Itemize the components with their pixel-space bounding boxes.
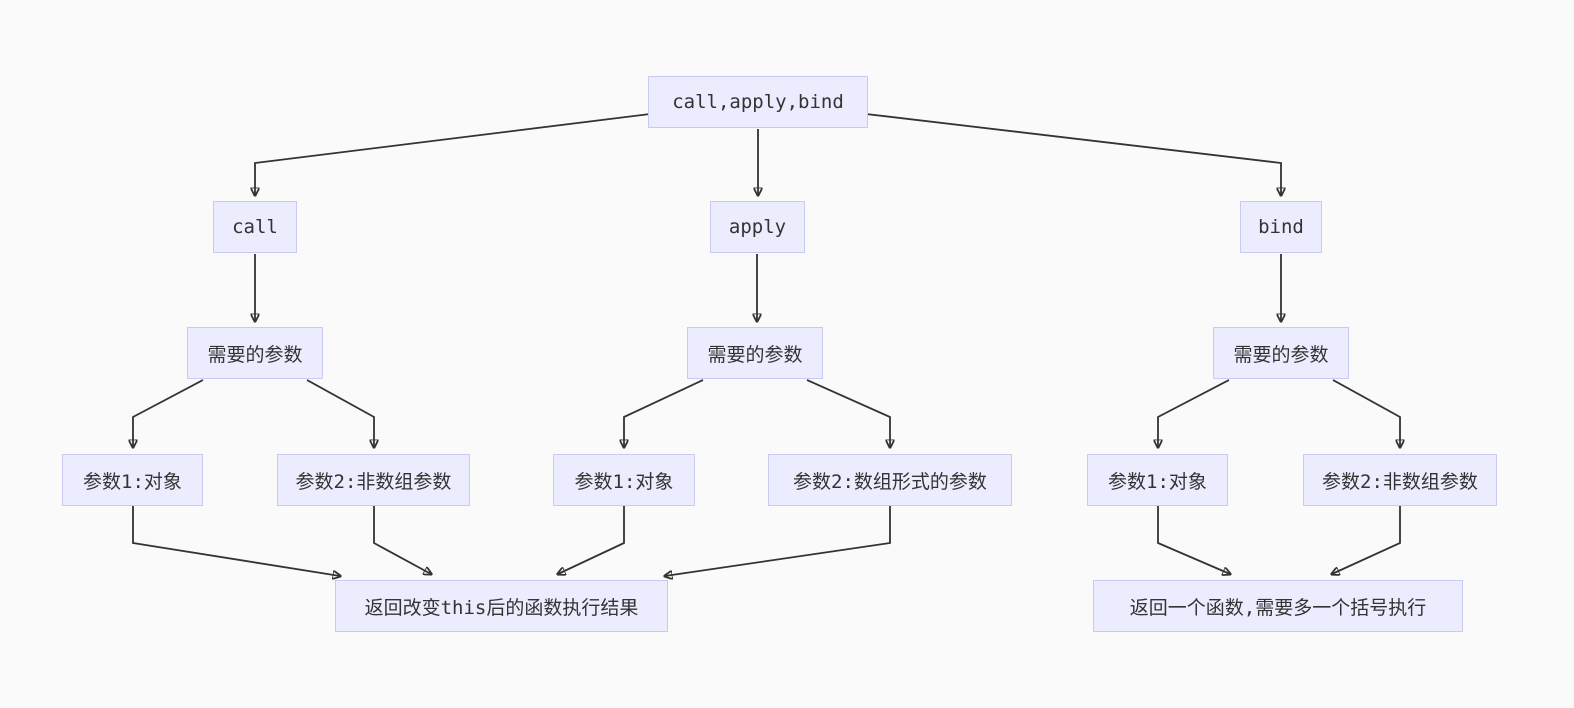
edge-root-bind [865, 113, 1281, 195]
node-apply-params: 需要的参数 [687, 327, 823, 379]
edge-bindarg2-result [1332, 506, 1401, 574]
edge-applyarg1-result [558, 506, 625, 574]
edge-applyparams-arg1 [624, 379, 704, 447]
edge-applyarg2-result [665, 506, 891, 576]
node-call-arg1: 参数1:对象 [62, 454, 203, 506]
node-call-apply-bind: call,apply,bind [648, 76, 868, 128]
node-bind: bind [1240, 201, 1322, 253]
node-apply-arg1: 参数1:对象 [553, 454, 695, 506]
edge-callarg1-result [132, 506, 340, 576]
node-bind-arg2: 参数2:非数组参数 [1303, 454, 1497, 506]
node-apply: apply [710, 201, 805, 253]
edge-root-call [255, 113, 651, 195]
edge-callparams-arg2 [306, 379, 374, 447]
node-bind-params: 需要的参数 [1213, 327, 1349, 379]
edge-callparams-arg1 [133, 379, 204, 447]
node-call-params: 需要的参数 [187, 327, 323, 379]
node-bind-result: 返回一个函数,需要多一个括号执行 [1093, 580, 1463, 632]
edge-callarg2-result [373, 506, 431, 574]
node-bind-arg1: 参数1:对象 [1087, 454, 1228, 506]
edge-applyparams-arg2 [806, 379, 890, 447]
edge-bindparams-arg1 [1158, 379, 1230, 447]
node-call-apply-result: 返回改变this后的函数执行结果 [335, 580, 668, 632]
node-call: call [213, 201, 297, 253]
edge-bindparams-arg2 [1332, 379, 1400, 447]
node-apply-arg2: 参数2:数组形式的参数 [768, 454, 1012, 506]
edge-bindarg1-result [1157, 506, 1230, 574]
node-call-arg2: 参数2:非数组参数 [277, 454, 470, 506]
